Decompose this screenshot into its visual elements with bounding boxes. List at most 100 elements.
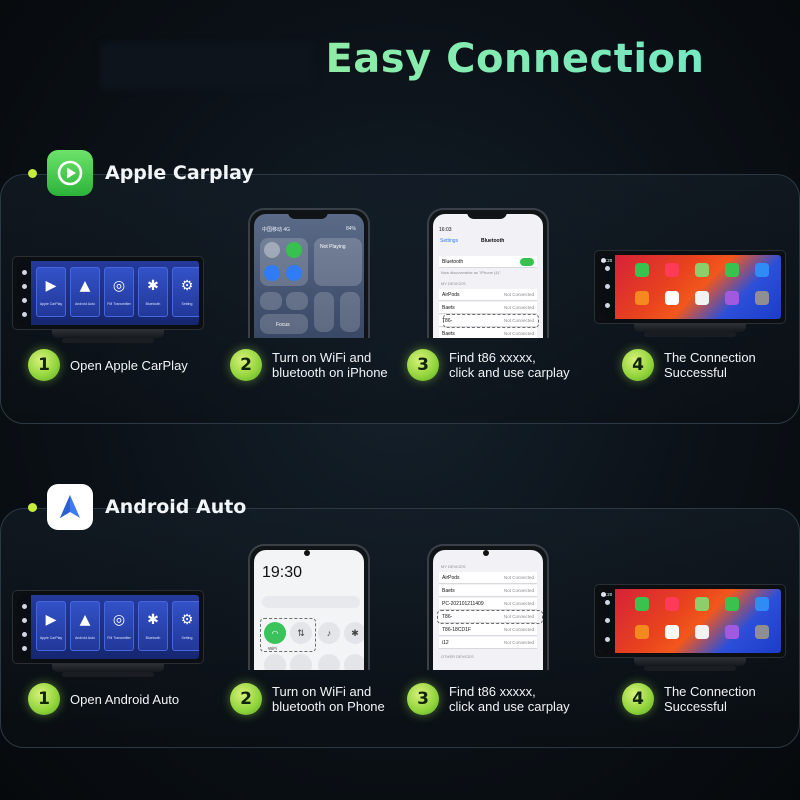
car-display-carplay-home: 16:20 [594, 250, 786, 340]
carplay-step-3: 3 Find t86 xxxxx, click and use carplay [407, 349, 570, 381]
android-step-4: 4 The Connection Successful [622, 683, 756, 715]
podcasts-app-icon[interactable] [725, 625, 739, 639]
bluetooth-toggle[interactable] [286, 265, 302, 281]
menu-tile-bluetooth[interactable]: ✱Bluetooth [138, 267, 168, 317]
toggle-switch[interactable] [520, 257, 534, 266]
settings-back-link[interactable]: Settings [440, 238, 459, 244]
android-step-3: 3 Find t86 xxxxx, click and use carplay [407, 683, 570, 715]
step-number-badge: 1 [28, 683, 60, 715]
now-playing-label: Not Playing [320, 244, 346, 250]
now-playing-block [314, 238, 362, 286]
cellular-toggle[interactable] [286, 242, 302, 258]
clock: 19:30 [262, 564, 303, 581]
step-number-badge: 1 [28, 349, 60, 381]
android-auto-icon: ▲ [79, 278, 91, 294]
maps-app-icon[interactable] [695, 263, 709, 277]
bluetooth-header: Bluetooth [481, 238, 505, 244]
menu-tile-setting[interactable]: ⚙Setting [172, 267, 199, 317]
device-row-t86[interactable]: T86-Not Connected [439, 611, 537, 623]
carplay-step-1: 1 Open Apple CarPlay [28, 349, 188, 381]
step-number-badge: 2 [230, 683, 262, 715]
phone-app-icon[interactable] [635, 263, 649, 277]
step-number-badge: 4 [622, 683, 654, 715]
settings-app-icon[interactable] [755, 625, 769, 639]
carplay-section-header: Apple Carplay [28, 150, 254, 196]
menu-tile-fm[interactable]: ◎FM Transmitter [104, 601, 134, 651]
wifi-icon: ◠ [271, 628, 279, 638]
appstore-app-icon[interactable] [755, 597, 769, 611]
books-app-icon[interactable] [635, 291, 649, 305]
android-step-1: 1 Open Android Auto [28, 683, 179, 715]
podcasts-app-icon[interactable] [725, 291, 739, 305]
messages-app-icon[interactable] [725, 263, 739, 277]
car-display-carplay-home-android: 16:20 [594, 584, 786, 674]
news-app-icon[interactable] [695, 625, 709, 639]
highlight-box [260, 618, 316, 652]
carplay-section-title: Apple Carplay [105, 162, 254, 184]
menu-tile-android-auto[interactable]: ▲Android Auto [70, 267, 100, 317]
music-app-icon[interactable] [665, 597, 679, 611]
car-sidebar [17, 261, 31, 325]
highlight-box [437, 610, 543, 624]
step-number-badge: 4 [622, 349, 654, 381]
wifi-tile[interactable]: ◠ [264, 622, 286, 644]
fm-transmitter-icon: ◎ [112, 612, 126, 628]
bullet-dot [28, 502, 37, 512]
menu-tile-carplay[interactable]: ▶Apple CarPlay [36, 601, 66, 651]
phone-app-icon[interactable] [635, 597, 649, 611]
menu-tile-fm[interactable]: ◎FM Transmitter [104, 267, 134, 317]
books-app-icon[interactable] [635, 625, 649, 639]
carplay-logo-icon [47, 150, 93, 196]
carplay-icon: ▶ [45, 612, 57, 628]
gear-icon: ⚙ [180, 612, 194, 628]
carplay-step-4: 4 The Connection Successful [622, 349, 756, 381]
menu-tile-android-auto[interactable]: ▲Android Auto [70, 601, 100, 651]
messages-app-icon[interactable] [725, 597, 739, 611]
airplane-toggle[interactable] [264, 242, 280, 258]
device-row-t86[interactable]: T86-Not Connected [439, 315, 537, 327]
page-title: Easy Connection [0, 36, 800, 96]
android-section-title: Android Auto [105, 496, 247, 518]
menu-tile-bluetooth[interactable]: ✱Bluetooth [138, 601, 168, 651]
bluetooth-icon: ✱ [147, 612, 159, 628]
data-tile[interactable]: ⇅ [290, 622, 312, 644]
bluetooth-toggle-row[interactable]: Bluetooth [439, 256, 537, 268]
settings-app-icon[interactable] [755, 291, 769, 305]
music-app-icon[interactable] [665, 263, 679, 277]
bullet-dot [28, 168, 37, 178]
gear-icon: ⚙ [180, 278, 194, 294]
step-number-badge: 3 [407, 683, 439, 715]
bell-tile[interactable]: ♪ [318, 622, 340, 644]
step-number-badge: 2 [230, 349, 262, 381]
maps-app-icon[interactable] [695, 597, 709, 611]
android-auto-logo-icon [47, 484, 93, 530]
news-app-icon[interactable] [695, 291, 709, 305]
highlight-box [443, 314, 539, 328]
blurred-brand-logo [100, 42, 315, 90]
android-quick-settings: 19:30 ◠ WiFi ⇅ ♪ ✱ [248, 544, 370, 670]
car-display-menu: ▶Apple CarPlay ▲Android Auto ◎FM Transmi… [12, 256, 204, 346]
carplay-step-2: 2 Turn on WiFi and bluetooth on iPhone [230, 349, 388, 381]
calendar-app-icon[interactable] [665, 625, 679, 639]
wifi-toggle[interactable] [264, 265, 280, 281]
appstore-app-icon[interactable] [755, 263, 769, 277]
menu-tile-setting[interactable]: ⚙Setting [172, 601, 199, 651]
focus-button[interactable] [260, 314, 308, 334]
calendar-app-icon[interactable] [665, 291, 679, 305]
bluetooth-tile[interactable]: ✱ [344, 622, 364, 644]
iphone-bluetooth-settings: 16:03 Settings Bluetooth Bluetooth Now d… [427, 208, 549, 338]
menu-tile-carplay[interactable]: ▶Apple CarPlay [36, 267, 66, 317]
android-step-2: 2 Turn on WiFi and bluetooth on Phone [230, 683, 385, 715]
bluetooth-icon: ✱ [147, 278, 159, 294]
carplay-icon: ▶ [45, 278, 57, 294]
